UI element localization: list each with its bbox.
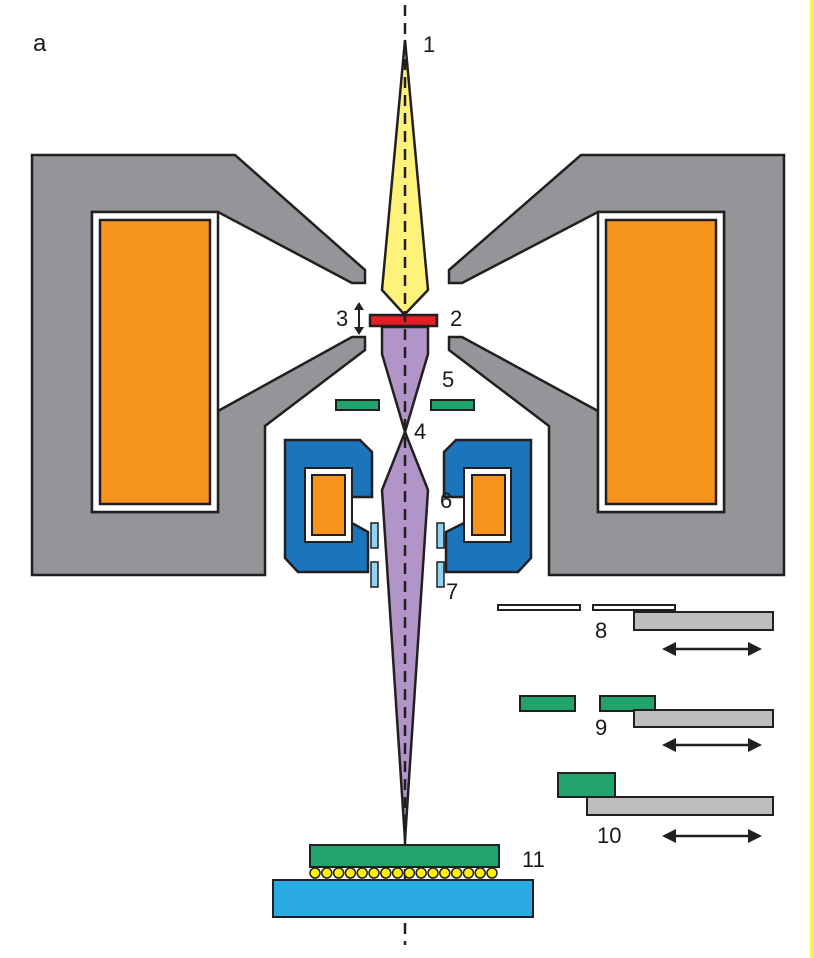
bump-bond <box>474 867 486 879</box>
double-arrow-10 <box>662 829 762 843</box>
label-8: 8 <box>595 618 607 643</box>
label-1: 1 <box>423 32 435 57</box>
bump-bond <box>344 867 357 879</box>
stigmator-right-upper <box>436 522 445 549</box>
slide-holder-10 <box>586 796 774 816</box>
slide-holder-9 <box>633 709 774 728</box>
bump-bond <box>321 867 333 879</box>
bump-bond <box>439 867 451 879</box>
bump-bond-row <box>309 867 498 879</box>
bump-bond <box>415 867 427 879</box>
label-3: 3 <box>336 306 348 331</box>
label-6: 6 <box>440 488 452 513</box>
bump-bond <box>380 867 392 879</box>
bump-bond <box>332 867 345 879</box>
objective-aperture-right <box>430 399 475 411</box>
panel-label: a <box>33 30 47 57</box>
left-coil <box>98 218 212 506</box>
bump-bond <box>356 867 368 879</box>
bump-bond <box>403 867 416 879</box>
objective-lens-right-coil <box>471 474 506 536</box>
slide-holder-8 <box>633 611 774 631</box>
slit-plate-left <box>497 604 581 611</box>
double-arrow-9 <box>662 738 762 752</box>
stigmator-left-upper <box>370 522 379 549</box>
label-10: 10 <box>597 823 621 848</box>
right-coil <box>604 218 718 506</box>
aperture-strip-left <box>519 695 576 712</box>
figure-right-border <box>810 0 814 958</box>
label-7: 7 <box>446 579 458 604</box>
bump-bond <box>391 867 404 879</box>
bump-bond <box>309 867 321 879</box>
label-4: 4 <box>414 419 426 444</box>
bump-bond <box>450 867 463 879</box>
specimen <box>368 313 439 328</box>
bump-bond <box>368 867 380 879</box>
stigmator-right-lower <box>436 561 445 588</box>
label-9: 9 <box>595 715 607 740</box>
height-adjust-arrow <box>354 302 364 335</box>
transmitted-beam-upper <box>380 325 430 437</box>
label-2: 2 <box>450 306 462 331</box>
label-11: 11 <box>522 847 545 872</box>
bump-bond <box>462 867 475 879</box>
detector-base <box>272 879 534 918</box>
bump-bond <box>486 867 498 879</box>
objective-lens-left-coil <box>311 474 346 536</box>
sample-block-10 <box>557 772 616 798</box>
label-5: 5 <box>442 367 454 392</box>
slit-plate-right <box>592 604 676 611</box>
detector-chip <box>309 844 500 868</box>
stigmator-left-lower <box>370 561 379 588</box>
bump-bond <box>427 867 439 879</box>
objective-aperture-left <box>335 399 380 411</box>
double-arrow-8 <box>662 642 762 656</box>
aperture-strip-right <box>599 695 656 712</box>
